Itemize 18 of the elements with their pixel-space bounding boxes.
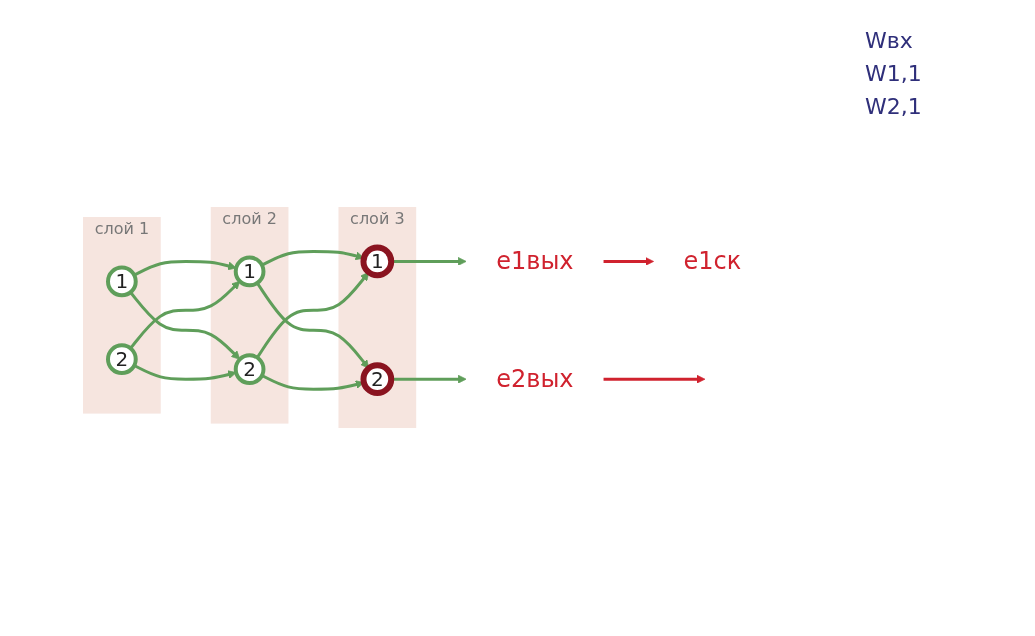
arrow (603, 375, 706, 385)
node-circle: 1 (106, 266, 139, 298)
arrow (603, 257, 655, 267)
arrow (256, 272, 370, 359)
weight-label: W1,1 (865, 61, 923, 86)
node-circle: 2 (360, 362, 395, 397)
weight-label: W2,1 (865, 94, 923, 119)
arrow (129, 291, 241, 361)
weight-label: Wвх (865, 28, 914, 53)
node-text: e1ск (683, 247, 742, 276)
node-circle: 2 (234, 353, 266, 386)
node-text: e2вых (496, 365, 574, 394)
arrow (256, 282, 370, 370)
node-circle: 1 (360, 245, 395, 279)
node-text: e1вых (496, 247, 574, 276)
node-circle: 1 (234, 256, 266, 288)
node-circle: 2 (106, 343, 139, 376)
arrow (129, 281, 241, 350)
